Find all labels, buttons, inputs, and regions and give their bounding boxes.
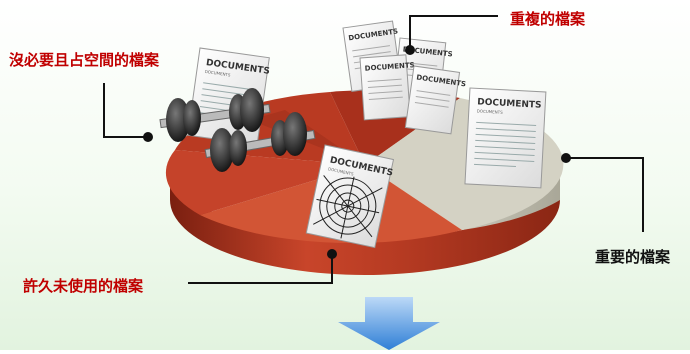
- dumbbell-icon: [204, 112, 316, 172]
- connector-dots: [143, 45, 571, 259]
- svg-text:DOCUMENTS: DOCUMENTS: [204, 69, 231, 78]
- svg-text:DOCUMENTS: DOCUMENTS: [477, 97, 542, 110]
- document-icon: DOCUMENTS DOCUMENTS: [464, 87, 547, 189]
- connector-lines: [103, 15, 644, 284]
- svg-text:DOCUMENTS: DOCUMENTS: [328, 166, 355, 176]
- label-unused-files: 許久未使用的檔案: [23, 277, 144, 295]
- dumbbell-icon: [159, 88, 271, 142]
- label-important-files: 重要的檔案: [595, 248, 671, 266]
- important-document: DOCUMENTS DOCUMENTS: [464, 87, 547, 189]
- document-icon: DOCUMENTS: [404, 65, 467, 135]
- label-duplicate-files: 重複的檔案: [510, 10, 586, 28]
- duplicate-documents: DOCUMENTS DOCUMENTS DOCUMENTS DOCUMENTS: [342, 20, 467, 135]
- arrow-down-icon: [338, 297, 440, 350]
- svg-text:DOCUMENTS: DOCUMENTS: [364, 61, 414, 72]
- label-unnecessary-files: 沒必要且占空間的檔案: [9, 51, 160, 69]
- svg-text:DOCUMENTS: DOCUMENTS: [477, 108, 504, 114]
- spider-web-icon: [313, 175, 383, 239]
- unused-document: DOCUMENTS DOCUMENTS: [305, 144, 395, 249]
- document-icon: DOCUMENTS: [359, 54, 415, 121]
